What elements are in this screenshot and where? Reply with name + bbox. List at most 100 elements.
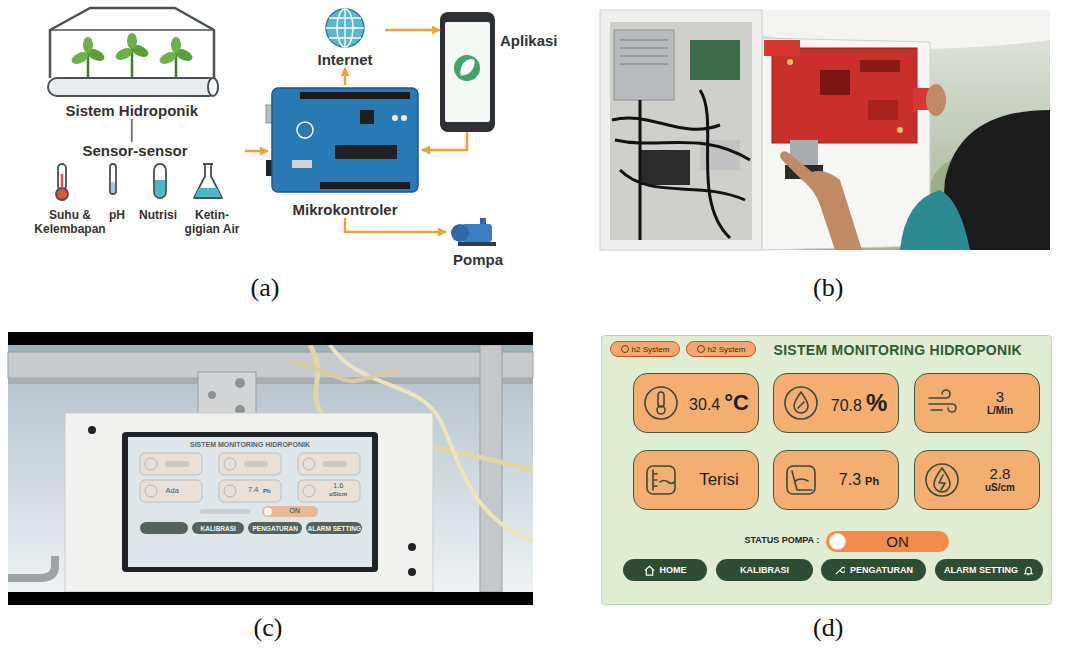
card-icon <box>929 390 956 412</box>
card-icon <box>783 385 819 421</box>
card-icon <box>785 387 817 419</box>
screen-text: SISTEM MONITORING HIDROPONIK <box>190 441 310 449</box>
photo-c <box>8 332 533 345</box>
card-icon <box>934 468 950 492</box>
card-icon <box>643 462 679 498</box>
node-text: Internet <box>317 51 372 68</box>
photo-c <box>140 522 188 534</box>
screen-cards <box>303 458 315 470</box>
sensor-icons <box>110 164 116 194</box>
arduino-board <box>297 122 313 138</box>
dashboard-panel: SISTEM MONITORING HIDROPONIKh2 Systemh2 … <box>601 335 1052 605</box>
photo-c <box>8 556 55 578</box>
greenhouse-icon <box>48 8 218 96</box>
arduino-board <box>272 88 418 192</box>
sensor-icons <box>195 188 221 197</box>
photo-c <box>65 413 433 592</box>
card-value: % <box>866 390 887 415</box>
flow-arrow <box>345 218 446 232</box>
button-icon <box>1025 567 1032 574</box>
card-icon <box>787 466 815 494</box>
greenhouse-icon <box>208 78 218 96</box>
toggle-text: ON <box>886 531 909 552</box>
pump-toggle: ON <box>826 531 949 552</box>
plant-icon <box>70 33 195 78</box>
sensor-icons <box>155 180 165 197</box>
screen-cards <box>140 480 202 502</box>
photo-b <box>764 40 800 56</box>
photo-b <box>787 59 793 65</box>
globe-icon <box>326 9 364 47</box>
node-text: Suhu & Kelembapan <box>31 208 109 236</box>
arduino-board <box>292 160 312 168</box>
card-value: 70.8 <box>831 398 862 415</box>
sensor-card: 30.4°C <box>633 373 759 433</box>
card-value: 3 <box>996 389 1004 405</box>
photo-c <box>235 378 245 388</box>
arduino-board <box>360 110 374 124</box>
screen-text: ON <box>290 507 301 515</box>
nav-button: KALIBRASI <box>716 559 813 581</box>
button-icon <box>644 565 655 576</box>
sensor-card: 2.8uS/cm <box>914 450 1040 510</box>
card-icon <box>643 385 679 421</box>
flow-arrow <box>245 150 268 153</box>
card-icon <box>939 475 945 490</box>
photo-b <box>860 60 900 72</box>
node-text: Aplikasi <box>500 32 558 49</box>
card-icon <box>924 462 960 498</box>
photo-c <box>8 332 533 605</box>
photo-b <box>772 48 917 143</box>
sensor-label: pH <box>109 208 125 222</box>
card-value: 2.8 <box>990 466 1011 482</box>
pump-icon <box>451 224 469 242</box>
photo-c <box>408 568 416 576</box>
node-text: Ketin-gigian Air <box>181 208 243 236</box>
toggle-caption: STATUS POMPA : <box>745 535 820 545</box>
tab-text: h2 System <box>632 345 670 354</box>
card-value: 30.4 <box>689 397 720 414</box>
photo-b <box>690 40 740 80</box>
photo-b <box>926 84 946 116</box>
screen-cards <box>219 480 281 502</box>
card-icon <box>783 462 819 498</box>
screen-cards <box>298 480 360 502</box>
arduino-board <box>300 92 410 99</box>
sensor-label: Suhu & Kelembapan <box>31 208 109 236</box>
photo-c <box>8 332 533 605</box>
flow-arrow <box>385 29 440 32</box>
screen-text: ALARM SETTING <box>308 525 361 532</box>
plant-icon <box>171 37 181 53</box>
card-value: L/Min <box>987 406 1013 417</box>
button-icon <box>644 566 653 575</box>
arduino-board <box>401 115 407 121</box>
node-text: Mikrokontroler <box>292 201 397 218</box>
tab-icon <box>621 345 629 353</box>
panel-letter: (d) <box>813 613 843 643</box>
greenhouse-icon <box>50 8 214 78</box>
card-icon <box>653 470 674 490</box>
screen-cards <box>145 485 157 497</box>
photo-c <box>88 426 96 434</box>
photo-b <box>610 22 752 240</box>
card-values: 3L/Min <box>987 389 1013 416</box>
screen-text: uS/cm <box>329 491 347 498</box>
photo-c <box>264 508 272 516</box>
card-icon <box>783 385 819 421</box>
card-icon <box>924 462 960 498</box>
card-values: 2.8uS/cm <box>985 466 1015 493</box>
card-values: 7.3Ph <box>839 472 879 489</box>
arduino-board <box>266 88 418 192</box>
card-value: °C <box>724 391 749 414</box>
screen-cards <box>244 461 268 467</box>
card-values: 30.4°C <box>689 391 749 414</box>
node-text: Sistem Hidroponik <box>66 102 199 119</box>
photo-b <box>868 100 898 120</box>
plant-icon <box>127 33 137 49</box>
screen-cards <box>140 453 202 475</box>
nav-button: PENGATURAN <box>821 559 926 581</box>
photo-b <box>820 70 850 95</box>
button-icon <box>834 565 845 576</box>
photo-c <box>262 506 318 517</box>
photo-b <box>620 40 668 64</box>
